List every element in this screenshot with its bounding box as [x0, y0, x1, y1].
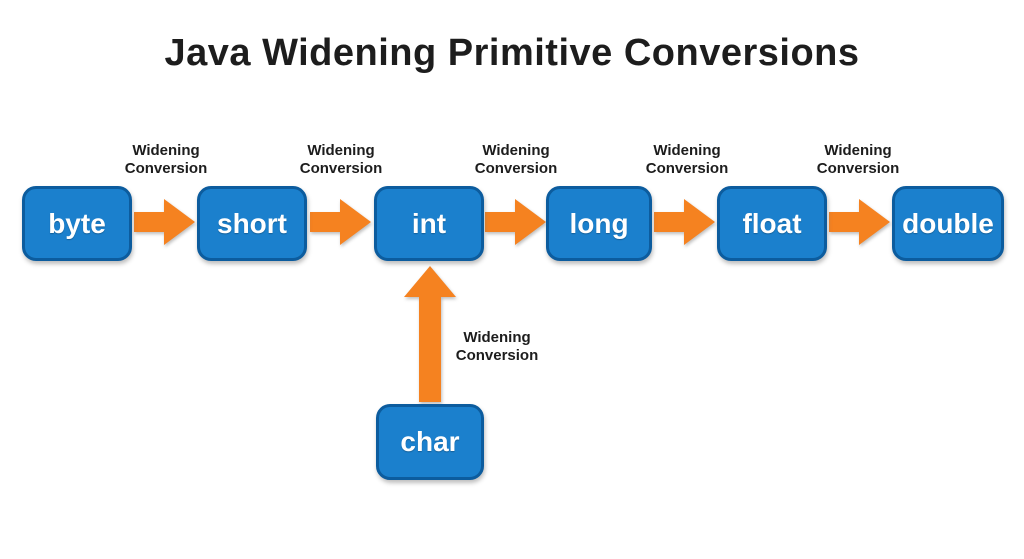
conversion-label-short-int: Widening Conversion	[276, 142, 406, 178]
conversion-label-line: Widening	[824, 142, 892, 159]
conversion-label-line: Widening	[482, 142, 550, 159]
type-box-char: char	[376, 404, 484, 480]
type-box-label: float	[742, 207, 802, 239]
type-box-short: short	[197, 186, 307, 261]
type-box-double: double	[892, 186, 1004, 261]
conversion-label-line: Conversion	[474, 160, 558, 177]
type-box-long: long	[546, 186, 652, 261]
conversion-label-byte-short: Widening Conversion	[101, 142, 231, 178]
conversion-label-char-int: Widening Conversion	[432, 329, 562, 365]
type-box-label: byte	[48, 207, 106, 239]
conversion-label-line: Widening	[653, 142, 721, 159]
arrow-right-icon	[485, 198, 547, 246]
arrow-up-icon	[404, 266, 456, 402]
conversion-label-line: Conversion	[124, 160, 208, 177]
type-box-label: double	[902, 207, 994, 239]
conversion-label-line: Conversion	[816, 160, 900, 177]
arrow-right-icon	[310, 198, 372, 246]
conversion-label-line: Conversion	[455, 347, 539, 364]
conversion-label-line: Conversion	[645, 160, 729, 177]
arrow-right-icon	[134, 198, 196, 246]
conversion-label-float-double: Widening Conversion	[793, 142, 923, 178]
type-box-float: float	[717, 186, 827, 261]
type-box-label: char	[400, 426, 460, 457]
type-box-byte: byte	[22, 186, 132, 261]
conversion-label-line: Widening	[307, 142, 375, 159]
type-box-label: short	[217, 207, 287, 239]
conversion-label-long-float: Widening Conversion	[622, 142, 752, 178]
arrow-right-icon	[829, 198, 891, 246]
type-box-label: long	[569, 207, 629, 239]
conversion-label-line: Widening	[463, 329, 531, 346]
type-box-int: int	[374, 186, 484, 261]
conversion-label-int-long: Widening Conversion	[451, 142, 581, 178]
arrow-right-icon	[654, 198, 716, 246]
conversion-label-line: Widening	[132, 142, 200, 159]
page-title: Java Widening Primitive Conversions	[164, 32, 860, 74]
type-box-label: int	[411, 207, 447, 239]
conversion-label-line: Conversion	[299, 160, 383, 177]
